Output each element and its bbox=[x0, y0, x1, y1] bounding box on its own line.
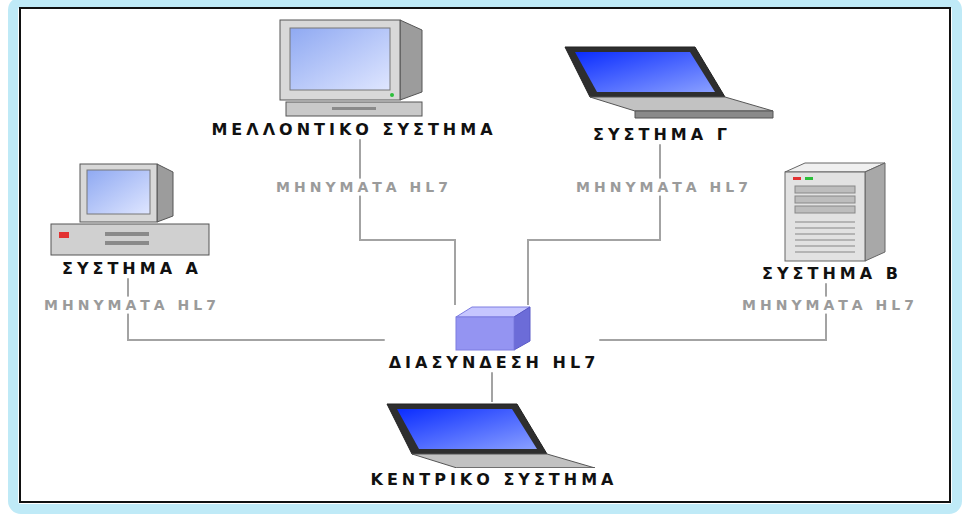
power-button bbox=[59, 232, 69, 238]
laptop-keyboard bbox=[590, 97, 773, 111]
system-label: ΣΥΣΤΗΜΑ Β bbox=[758, 262, 902, 283]
laptop-node: ΚΕΝΤΡΙΚΟ ΣΥΣΤΗΜΑ bbox=[367, 402, 618, 489]
computer-icon bbox=[452, 305, 532, 351]
interface-node: ΔΙΑΣΥΝΔΕΣΗ HL7 bbox=[385, 305, 600, 372]
frame-glow bbox=[13, 2, 957, 509]
system-label: ΚΕΝΤΡΙΚΟ ΣΥΣΤΗΜΑ bbox=[367, 468, 618, 489]
computer-icon bbox=[272, 18, 432, 118]
drive-slot bbox=[332, 107, 376, 110]
computer-case bbox=[51, 224, 209, 255]
vent-line bbox=[795, 221, 855, 223]
vent-line bbox=[795, 245, 855, 247]
vent-line bbox=[795, 233, 855, 235]
tower-front bbox=[785, 172, 865, 261]
tower-side bbox=[865, 163, 885, 261]
drive-slot bbox=[105, 241, 149, 245]
drive-bay bbox=[795, 186, 855, 193]
laptop-lid bbox=[387, 404, 547, 454]
message-label: ΜΗΝΥΜΑΤΑ HL7 bbox=[270, 179, 454, 196]
laptop-lid bbox=[565, 47, 725, 97]
status-led bbox=[805, 177, 813, 180]
computer-icon bbox=[367, 402, 617, 468]
laptop-base bbox=[635, 111, 773, 118]
computer-case bbox=[286, 102, 422, 116]
laptop-screen bbox=[575, 52, 715, 92]
system-label: ΔΙΑΣΥΝΔΕΣΗ HL7 bbox=[385, 351, 600, 372]
computer-icon bbox=[765, 162, 895, 262]
system-label: ΣΥΣΤΗΜΑ Α bbox=[45, 257, 215, 278]
laptop-node: ΣΥΣΤΗΜΑ Γ bbox=[545, 45, 775, 144]
message-line bbox=[528, 144, 660, 305]
computer-icon bbox=[545, 45, 775, 123]
frame-border bbox=[20, 8, 950, 502]
system-label: ΜΕΛΛΟΝΤΙΚΟ ΣΥΣΤΗΜΑ bbox=[207, 118, 496, 139]
workstation-node: ΜΕΛΛΟΝΤΙΚΟ ΣΥΣΤΗΜΑ bbox=[207, 18, 496, 139]
system-label: ΣΥΣΤΗΜΑ Γ bbox=[545, 123, 775, 144]
status-led bbox=[793, 177, 801, 180]
message-label: ΜΗΝΥΜΑΤΑ HL7 bbox=[38, 297, 222, 314]
power-led bbox=[390, 93, 394, 97]
message-label: ΜΗΝΥΜΑΤΑ HL7 bbox=[736, 297, 920, 314]
monitor-screen bbox=[87, 170, 150, 214]
cube-front bbox=[456, 317, 514, 350]
message-line bbox=[491, 372, 493, 402]
monitor-bezel bbox=[280, 20, 400, 100]
laptop-keyboard bbox=[412, 454, 595, 468]
monitor-screen bbox=[290, 28, 390, 90]
vent-line bbox=[795, 251, 855, 253]
computer-icon bbox=[45, 162, 215, 257]
drive-bay bbox=[795, 206, 855, 213]
monitor-bezel bbox=[80, 164, 157, 222]
message-line bbox=[360, 139, 455, 305]
message-label: ΜΗΝΥΜΑΤΑ HL7 bbox=[570, 179, 754, 196]
server-node: ΣΥΣΤΗΜΑ Β bbox=[758, 162, 902, 283]
vent-line bbox=[795, 227, 855, 229]
monitor-side bbox=[157, 164, 173, 222]
cube-side bbox=[514, 307, 530, 350]
vent-line bbox=[795, 239, 855, 241]
monitor-side bbox=[400, 20, 422, 100]
laptop-screen bbox=[397, 409, 537, 449]
desktop-node: ΣΥΣΤΗΜΑ Α bbox=[45, 162, 215, 278]
drive-bay bbox=[795, 196, 855, 203]
drive-slot bbox=[105, 232, 149, 236]
